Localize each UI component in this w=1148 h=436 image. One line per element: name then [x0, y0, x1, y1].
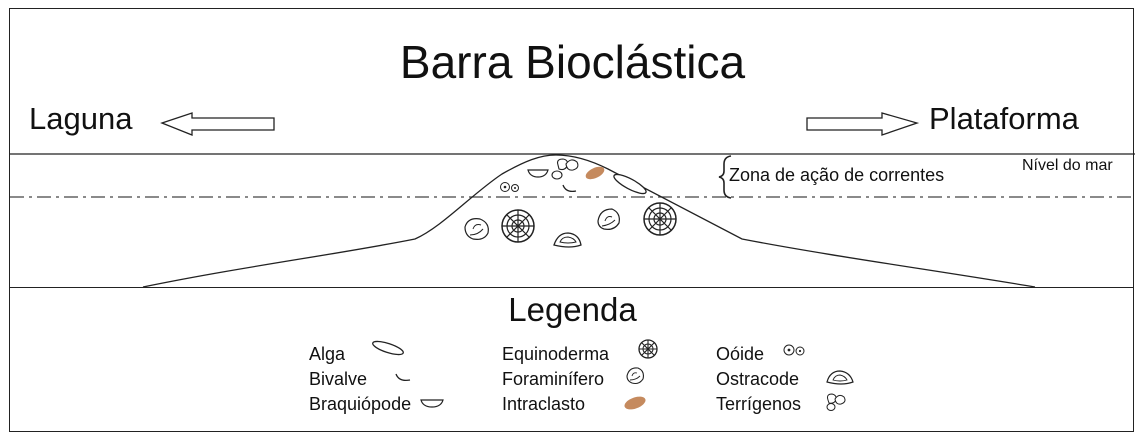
- braquiopode-icon: [417, 394, 447, 414]
- legend-label-ostracode: Ostracode: [716, 370, 799, 388]
- equinoderma-icon: [637, 338, 659, 360]
- foraminifero-icon: [598, 209, 619, 229]
- legend-label-foraminifero: Foraminífero: [502, 370, 604, 388]
- ooide-icon: [781, 342, 809, 358]
- legend-label-ooide: Oóide: [716, 345, 764, 363]
- foraminifero-icon: [465, 219, 488, 240]
- arrow-right-icon: [807, 113, 917, 135]
- bivalve-icon: [563, 185, 576, 191]
- legend-label-braquiopode: Braquiópode: [309, 395, 411, 413]
- diagram-panel: Barra Bioclástica Laguna Plataforma Zona…: [9, 8, 1134, 290]
- legend-label-intraclasto: Intraclasto: [502, 395, 585, 413]
- legend-label-equinoderma: Equinoderma: [502, 345, 609, 363]
- legend-label-alga: Alga: [309, 345, 345, 363]
- legend-panel: Legenda Alga Bivalve Braquiópode Equinod…: [9, 287, 1134, 432]
- foraminifero-icon: [624, 364, 648, 388]
- ostracode-icon: [554, 233, 581, 247]
- alga-icon: [612, 171, 648, 197]
- bivalve-icon: [392, 368, 416, 388]
- equinoderma-icon: [644, 203, 676, 235]
- ostracode-icon: [824, 367, 856, 389]
- terrigenos-icon: [824, 390, 850, 414]
- equinoderma-icon: [502, 210, 534, 242]
- legend-label-bivalve: Bivalve: [309, 370, 367, 388]
- intraclasto-icon: [620, 392, 650, 414]
- arrow-left-icon: [162, 113, 274, 135]
- legend-title: Legenda: [10, 293, 1135, 326]
- bar-cross-section: [10, 9, 1135, 291]
- ooide-icon: [501, 183, 519, 192]
- brace-icon: [719, 156, 731, 198]
- terrigenos-icon: [552, 159, 578, 179]
- braquiopode-icon: [528, 170, 548, 177]
- legend-label-terrigenos: Terrígenos: [716, 395, 801, 413]
- alga-icon: [368, 338, 408, 358]
